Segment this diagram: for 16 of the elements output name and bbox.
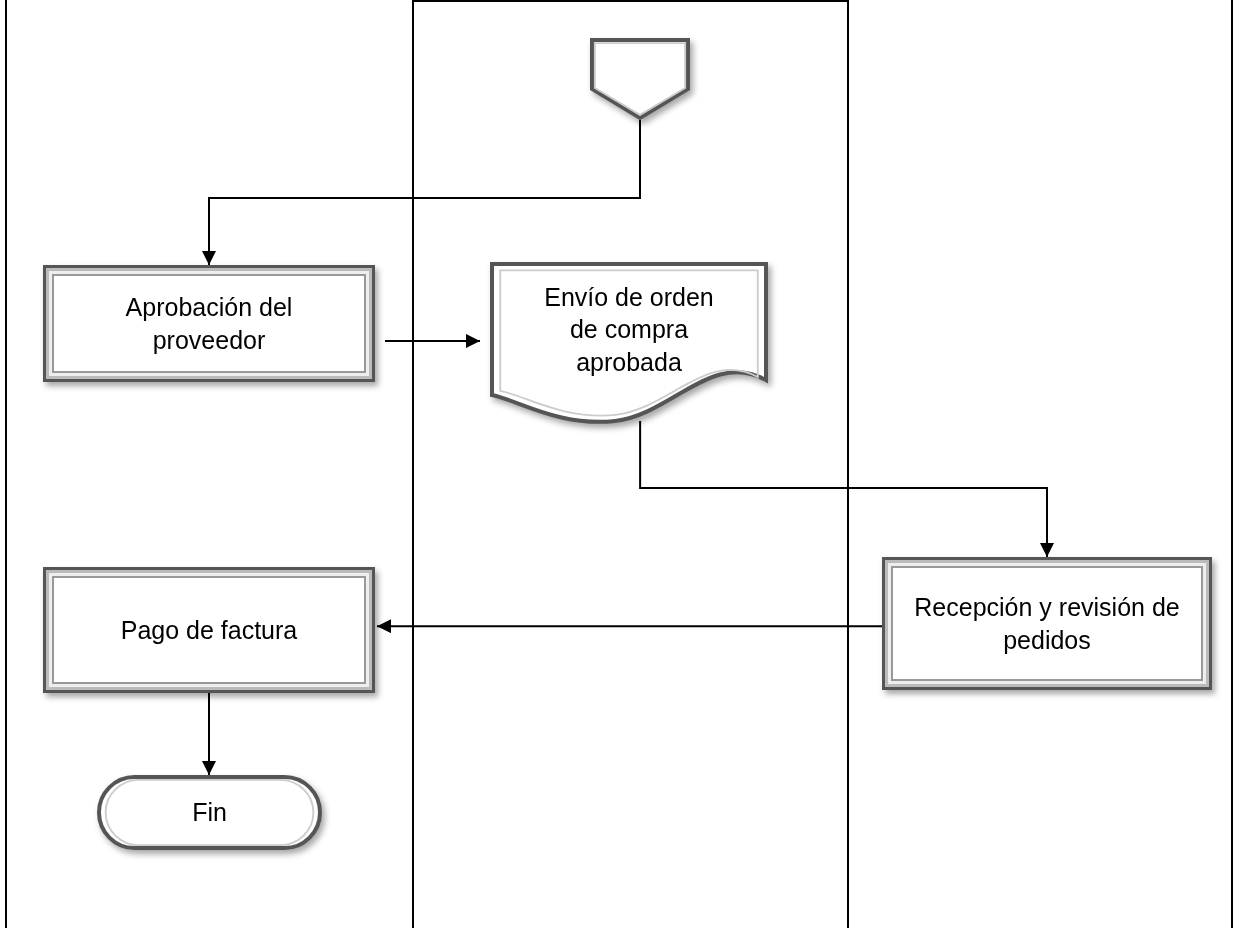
arrow xyxy=(202,692,216,776)
process-box xyxy=(882,557,1212,690)
node-label: Envío de orden de compra aprobada xyxy=(543,281,715,378)
arrow xyxy=(376,619,883,634)
process-box xyxy=(43,265,375,382)
document-shape xyxy=(490,262,768,425)
node-label: Aprobación del proveedor xyxy=(124,292,294,356)
node-label: Recepción y revisión de pedidos xyxy=(913,592,1181,656)
node-label: Pago de factura xyxy=(119,614,299,646)
node-label: Fin xyxy=(191,797,228,829)
arrow xyxy=(202,119,641,266)
off-page-connector xyxy=(590,38,690,120)
arrow xyxy=(384,334,481,349)
arrow xyxy=(639,420,1054,558)
process-box xyxy=(43,567,375,693)
terminator-shape xyxy=(97,775,322,850)
